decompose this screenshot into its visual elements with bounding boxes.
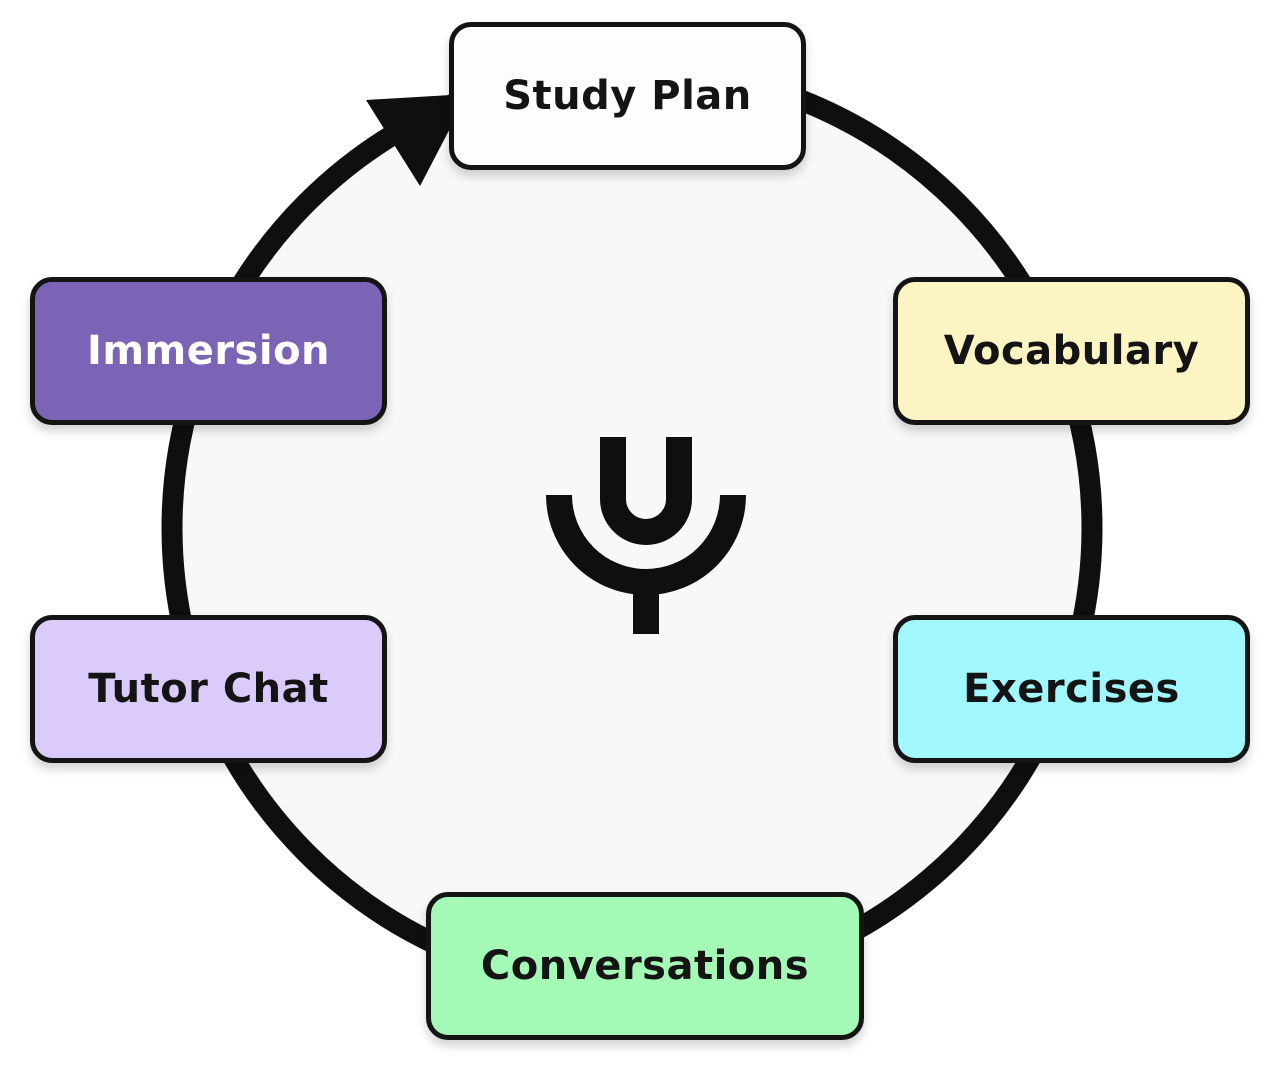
node-tutor-chat: Tutor Chat xyxy=(30,615,387,763)
node-immersion: Immersion xyxy=(30,277,387,425)
node-study-plan: Study Plan xyxy=(449,22,806,170)
tuning-fork-logo-icon xyxy=(546,437,746,634)
node-exercises: Exercises xyxy=(893,615,1250,763)
node-vocabulary: Vocabulary xyxy=(893,277,1250,425)
cycle-arrowhead-icon xyxy=(366,94,468,186)
node-conversations: Conversations xyxy=(426,892,864,1040)
